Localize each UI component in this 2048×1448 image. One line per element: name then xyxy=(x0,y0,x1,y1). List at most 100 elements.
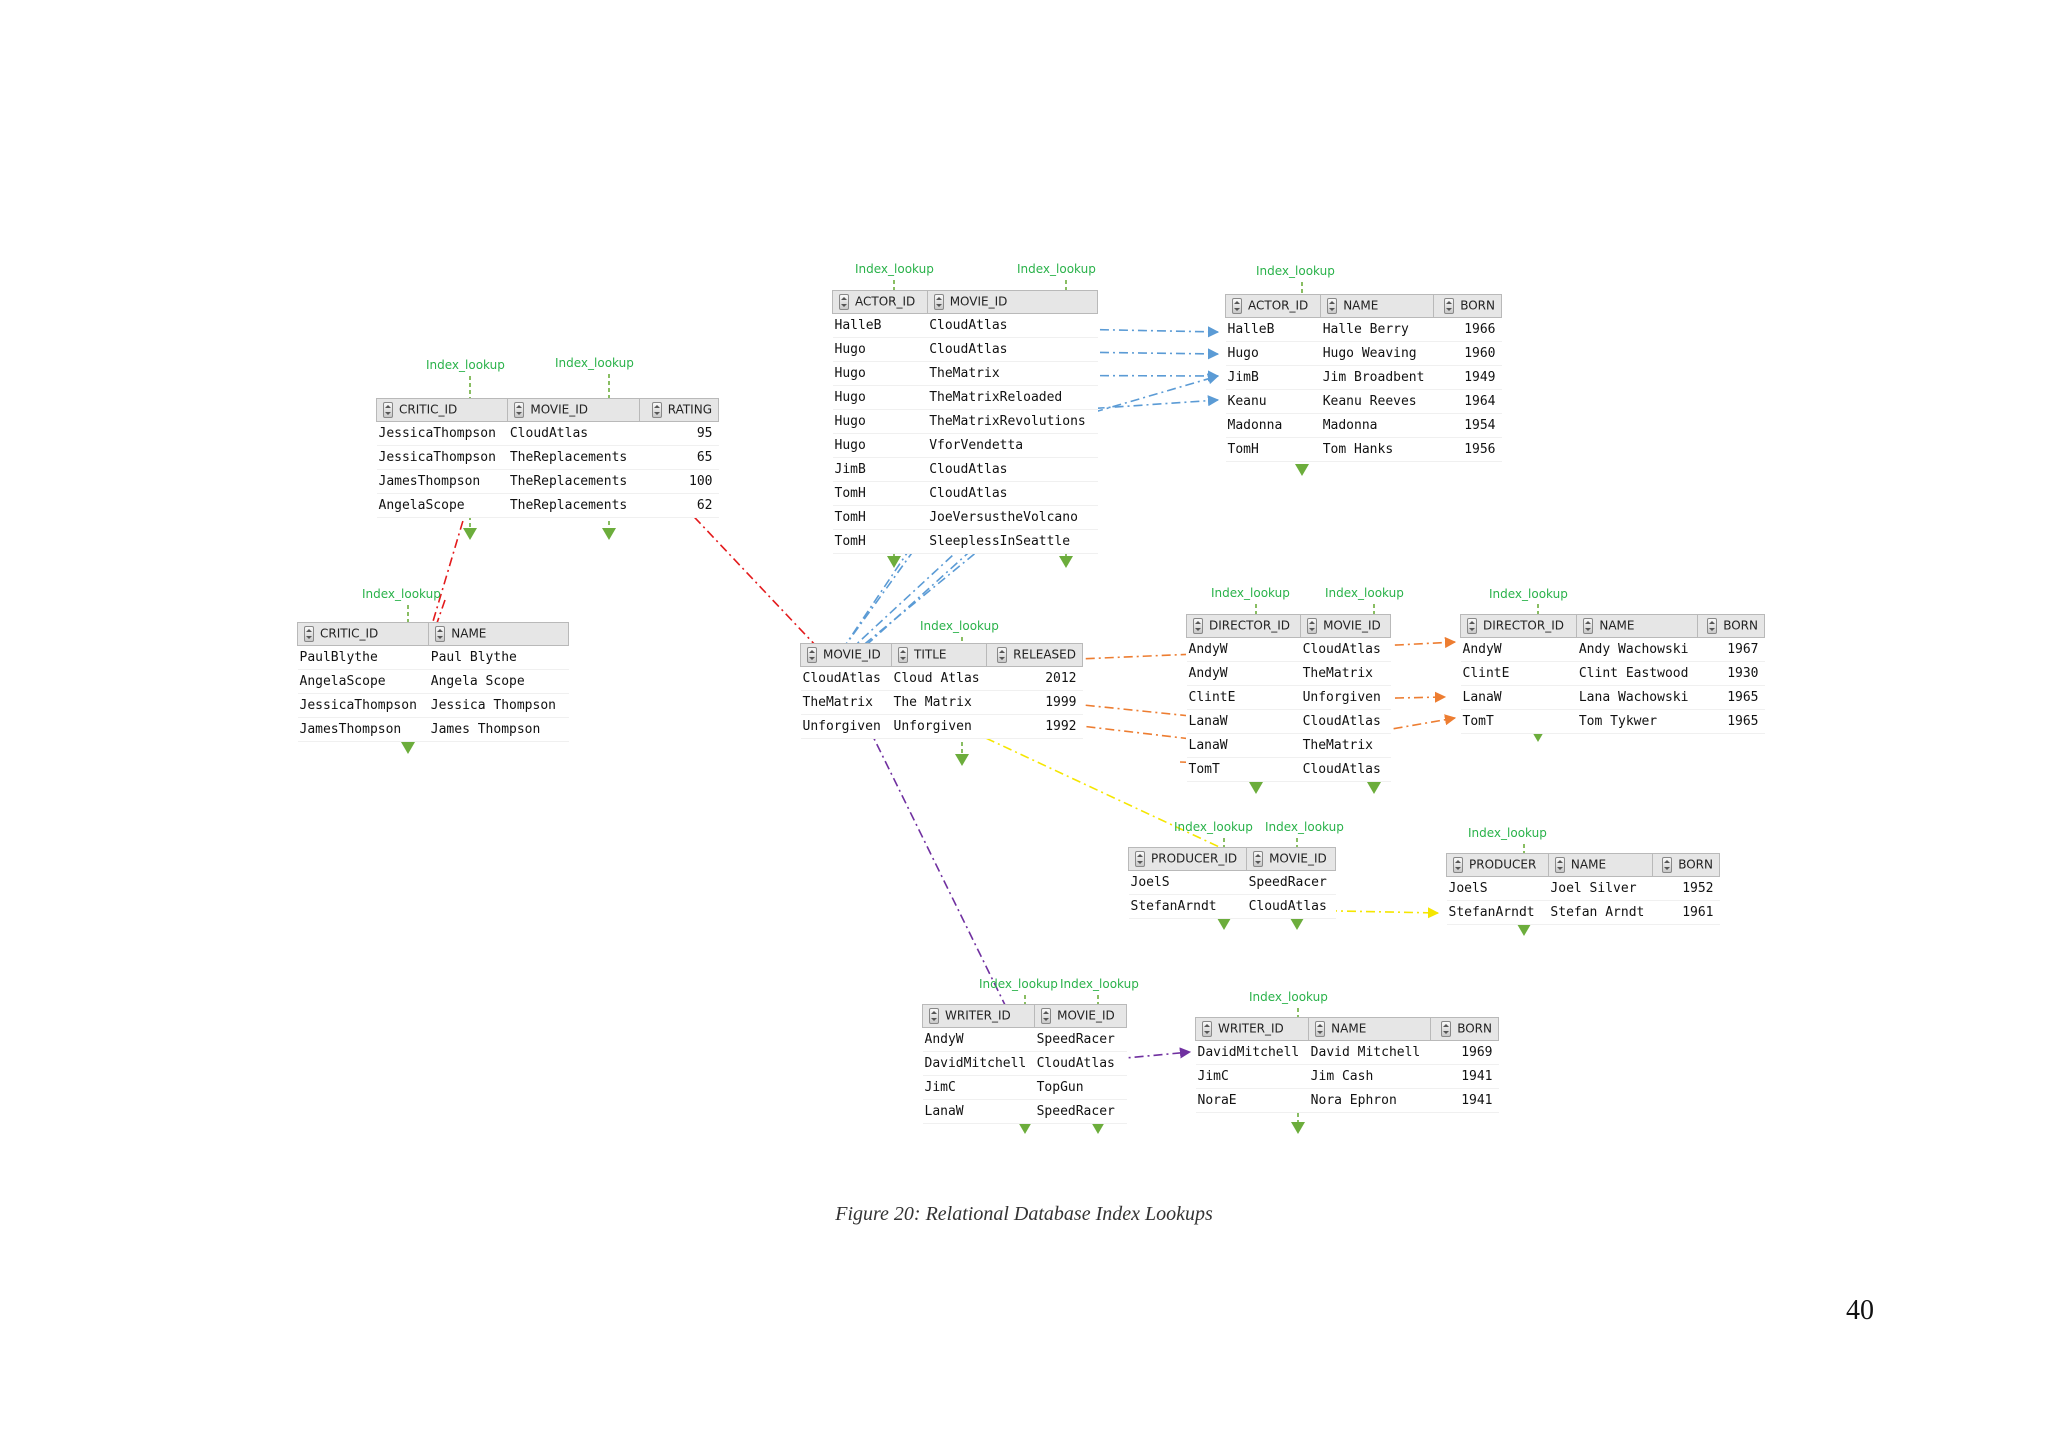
index-arrow-icon xyxy=(1059,556,1073,568)
column-header-label: MOVIE_ID xyxy=(1323,618,1381,633)
sort-icon xyxy=(1232,298,1242,314)
column-header-label: BORN xyxy=(1460,298,1495,313)
table-cell: TomT xyxy=(1186,757,1301,782)
column-header: WRITER_ID xyxy=(1194,1017,1310,1041)
table-cell: Jim Cash xyxy=(1308,1064,1431,1089)
column-header-label: CRITIC_ID xyxy=(320,626,379,641)
table-cell: JamesThompson xyxy=(376,469,508,494)
table-cell: 1949 xyxy=(1433,365,1502,390)
table-cell: Clint Eastwood xyxy=(1576,661,1698,686)
column-header: RATING xyxy=(638,398,720,422)
column-header: CRITIC_ID xyxy=(296,622,430,646)
table-cell: Angela Scope xyxy=(428,669,569,694)
table-cell: StefanArndt xyxy=(1128,894,1247,919)
column-header-label: MOVIE_ID xyxy=(530,402,589,417)
index-arrow-icon xyxy=(602,528,616,540)
table-cell: TheMatrix xyxy=(1300,733,1391,758)
sort-icon xyxy=(1554,857,1565,873)
table-cell: Paul Blythe xyxy=(428,645,569,670)
sort-icon xyxy=(1041,1008,1052,1024)
table-cell: LanaW xyxy=(1186,709,1301,734)
table-cell: TheMatrixReloaded xyxy=(927,385,1098,410)
index-arrow-icon xyxy=(1217,918,1231,930)
table-cell: Stefan Arndt xyxy=(1548,900,1653,925)
column-header-label: WRITER_ID xyxy=(1218,1021,1284,1036)
index-arrow-icon xyxy=(463,528,477,540)
table-cell: AngelaScope xyxy=(376,493,508,518)
index-arrow-icon xyxy=(955,754,969,766)
column-header: PRODUCER xyxy=(1446,853,1549,877)
column-header-label: MOVIE_ID xyxy=(949,294,1008,309)
table-cell: 1941 xyxy=(1430,1088,1499,1113)
sort-icon xyxy=(1327,298,1338,314)
table-cell: SpeedRacer xyxy=(1034,1027,1127,1052)
table-cell: LanaW xyxy=(1186,733,1301,758)
index-arrow-icon xyxy=(1091,1122,1105,1134)
table-cell: SpeedRacer xyxy=(1246,870,1336,895)
table-cell: JimC xyxy=(922,1075,1035,1100)
table-cell: CloudAtlas xyxy=(1300,709,1391,734)
sort-icon xyxy=(1707,618,1718,634)
table-cell: 1966 xyxy=(1433,317,1502,342)
table-cell: TomT xyxy=(1460,709,1577,734)
table-cell: 1965 xyxy=(1697,685,1765,710)
sort-icon xyxy=(1662,857,1673,873)
table-cell: AndyW xyxy=(1186,637,1301,662)
table-cell: AngelaScope xyxy=(297,669,429,694)
sort-icon xyxy=(514,402,525,418)
sort-icon xyxy=(933,294,944,310)
table-cell: ClintE xyxy=(1460,661,1577,686)
column-header-label: NAME xyxy=(1331,1021,1367,1036)
column-header: TITLE xyxy=(891,643,987,667)
table-cell: Hugo xyxy=(832,361,928,386)
table-cell: JoelS xyxy=(1446,876,1549,901)
sort-icon xyxy=(383,402,393,418)
table-cell: Hugo Weaving xyxy=(1320,341,1434,366)
column-header-label: RELEASED xyxy=(1013,647,1076,662)
sort-icon xyxy=(1467,618,1477,634)
column-header: DIRECTOR_ID xyxy=(1459,614,1578,638)
index-lookup-label: Index_lookup xyxy=(1468,826,1547,840)
index-arrow-icon xyxy=(1249,782,1263,794)
column-header: BORN xyxy=(1429,1017,1500,1041)
sort-icon xyxy=(997,647,1008,663)
table-cell: HalleB xyxy=(1225,317,1321,342)
column-header: MOVIE_ID xyxy=(1246,847,1336,871)
table-cell: LanaW xyxy=(1460,685,1577,710)
table-cell: CloudAtlas xyxy=(1300,637,1391,662)
table-cell: 1969 xyxy=(1430,1040,1499,1065)
table-cell: JamesThompson xyxy=(297,717,429,742)
table-cell: HalleB xyxy=(832,313,928,338)
table-cell: VforVendetta xyxy=(927,433,1098,458)
table-cell: Cloud Atlas xyxy=(891,666,987,691)
table-cell: Hugo xyxy=(832,337,928,362)
index-lookup-label: Index_lookup xyxy=(1211,586,1290,600)
table-cell: TheMatrix xyxy=(800,690,892,715)
table-cell: Keanu Reeves xyxy=(1320,389,1434,414)
lookup-connector xyxy=(929,373,1220,461)
column-header: MOVIE_ID xyxy=(507,398,640,422)
sort-icon xyxy=(1135,851,1145,867)
